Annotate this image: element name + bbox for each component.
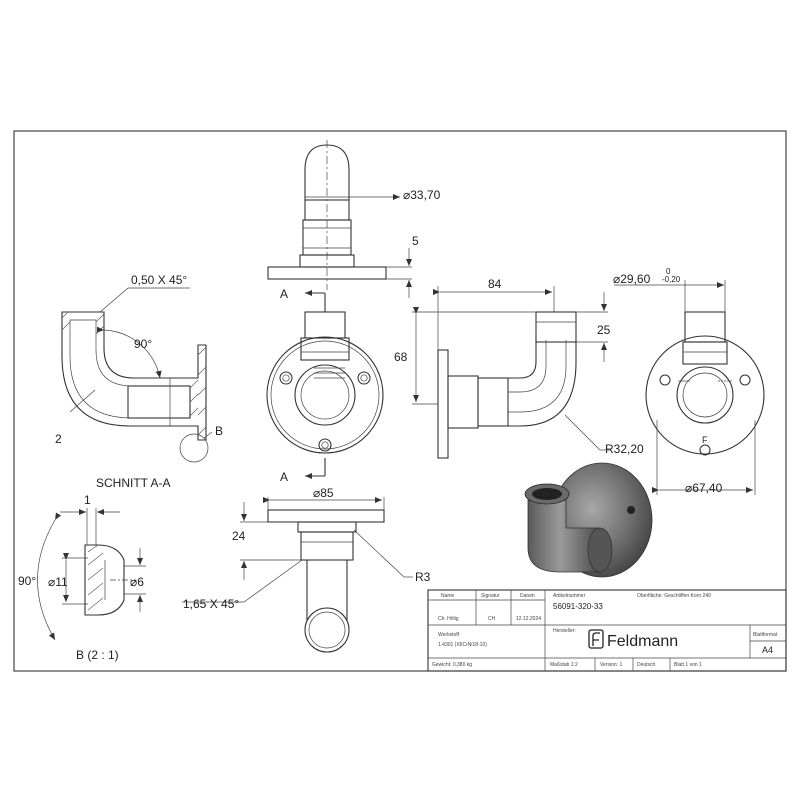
isometric-render xyxy=(524,462,653,578)
angle-90-label: 90° xyxy=(134,337,152,351)
tol-lower-label: -0,20 xyxy=(662,275,681,284)
chamfer-bottom-label: 1,65 X 45° xyxy=(183,597,239,611)
tb-date-header: Datum xyxy=(520,593,535,599)
tb-version: Version: 1 xyxy=(600,662,622,668)
tb-date-value: 12.12.2024 xyxy=(516,616,541,622)
front-view xyxy=(266,311,384,454)
tb-name-value: Ch. Hölig xyxy=(438,616,459,622)
right-view xyxy=(614,280,765,495)
dia-85-label: ⌀85 xyxy=(313,486,334,500)
section-a-top: A xyxy=(280,287,288,301)
feldmann-logo-icon xyxy=(588,629,604,649)
wall-2-label: 2 xyxy=(55,432,62,446)
detail-90-label: 90° xyxy=(18,574,36,588)
section-arrows xyxy=(305,290,326,479)
dim-68-label: 68 xyxy=(394,350,408,364)
tb-article-header: Artikelnummer xyxy=(553,593,586,599)
section-view xyxy=(61,287,213,463)
tb-signature-header: Signatur xyxy=(481,593,500,599)
detail-b xyxy=(37,508,146,641)
title-block: Name Signatur Datum Ch. Hölig CH 12.12.2… xyxy=(427,589,787,672)
section-a-bottom: A xyxy=(280,470,288,484)
chamfer-top-label: 0,50 X 45° xyxy=(131,273,187,287)
detail-1-label: 1 xyxy=(84,493,91,507)
dim-5-label: 5 xyxy=(412,234,419,248)
mark-f-label: F xyxy=(702,435,708,445)
dimension-labels: 0,50 X 45° 90° 2 B SCHNITT A-A A A ⌀33,7… xyxy=(18,188,723,662)
tb-article-value: 56091-320-33 xyxy=(553,602,603,611)
detail-11-label: ⌀11 xyxy=(48,575,68,589)
r3-label: R3 xyxy=(415,570,431,584)
sheet-border xyxy=(13,130,787,672)
tb-material-value: 1.4301 (X5CrNi18-10) xyxy=(438,642,487,648)
dim-84-label: 84 xyxy=(488,277,502,291)
dia-2960-label: ⌀29,60 xyxy=(613,272,651,286)
detail-title-label: B (2 : 1) xyxy=(76,648,119,662)
side-view xyxy=(412,286,610,459)
dim-25-label: 25 xyxy=(597,323,611,337)
detail-b-label: B xyxy=(215,424,223,438)
dim-24-label: 24 xyxy=(232,529,246,543)
tb-brand: Feldmann xyxy=(607,633,678,650)
dia-3370-label: ⌀33,70 xyxy=(403,188,441,202)
tb-name-header: Name xyxy=(441,593,455,599)
tb-weight: Gewicht: 0,380 kg xyxy=(432,662,472,668)
dia-6740-label: ⌀67,40 xyxy=(685,481,723,495)
tb-maker-header: Hersteller: xyxy=(553,628,576,634)
section-label: SCHNITT A-A xyxy=(96,476,170,490)
tb-scale: Maßstab 1:2 xyxy=(550,662,578,668)
bottom-view xyxy=(182,497,413,653)
tol-upper-label: 0 xyxy=(666,267,671,276)
tb-format-value: A4 xyxy=(762,645,773,655)
tb-format-header: Blattformat xyxy=(753,632,778,638)
tb-signature-value: CH xyxy=(488,616,496,622)
tb-material-header: Werkstoff: xyxy=(438,632,460,638)
tb-sheet: Blatt 1 von 1 xyxy=(674,662,702,668)
r3220-label: R32,20 xyxy=(605,442,644,456)
tb-language: Deutsch xyxy=(637,662,656,668)
detail-6-label: ⌀6 xyxy=(130,575,144,589)
tb-surface: Oberfläche: Geschliffen Korn 240 xyxy=(637,593,711,599)
top-view xyxy=(267,140,412,298)
